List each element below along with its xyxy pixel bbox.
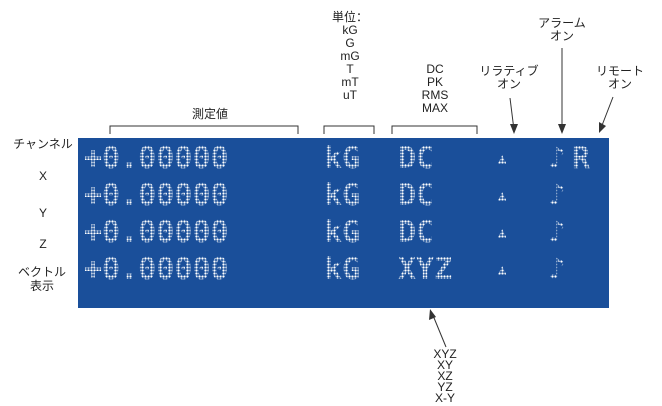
- alarm-on-line: オン: [549, 29, 574, 43]
- lcd-value: +0.00000: [84, 141, 229, 176]
- row-label-vector: ベクトル 表示: [12, 265, 72, 293]
- lcd-unit: kG: [324, 215, 361, 250]
- remote-on-line: オン: [607, 77, 632, 91]
- unit-line: uT: [342, 88, 357, 102]
- mode-bracket: [391, 125, 478, 134]
- lcd-mode: DC: [398, 215, 435, 250]
- lcd-remote-indicator: R: [572, 141, 591, 176]
- unit-line: G: [345, 36, 355, 50]
- unit-line: mT: [341, 75, 359, 89]
- vector-mode-line: XYZ: [433, 347, 457, 361]
- alarm-on-label: アラーム オン: [527, 17, 597, 43]
- unit-line: kG: [342, 23, 358, 37]
- mode-line: PK: [426, 75, 443, 89]
- lcd-unit: kG: [324, 252, 361, 287]
- lcd-relative-indicator: ▲: [498, 143, 506, 175]
- remote-arrow-head: [599, 122, 606, 133]
- lcd-alarm-indicator: ♪: [548, 141, 567, 176]
- lcd-alarm-indicator: ♪: [548, 215, 567, 250]
- vector-mode-line: YZ: [437, 380, 453, 394]
- measured-value-label: 測定値: [191, 107, 228, 121]
- alarm-arrow-head: [558, 124, 566, 134]
- lcd-mode: DC: [398, 178, 435, 213]
- unit-bracket: [323, 125, 375, 134]
- lcd-relative-indicator: ▲: [498, 254, 506, 286]
- vector-mode-line: XZ: [437, 369, 453, 383]
- vector-label-line: ベクトル: [17, 265, 66, 279]
- lcd-alarm-indicator: ♪: [548, 178, 567, 213]
- vector-mode-arrow-head: [429, 309, 436, 320]
- lcd-unit: kG: [324, 141, 361, 176]
- lcd-mode: DC: [398, 141, 435, 176]
- remote-on-line: リモート: [595, 64, 644, 78]
- lcd-relative-indicator: ▲: [498, 180, 506, 212]
- lcd-mode: XYZ: [398, 252, 453, 287]
- mode-line: MAX: [421, 101, 448, 115]
- lcd-unit: kG: [324, 178, 361, 213]
- vector-mode-options-label: XYZ XY XZ YZ X-Y: [420, 347, 470, 405]
- mode-options-label: DC PK RMS MAX: [405, 63, 465, 115]
- relative-arrow-head: [510, 124, 518, 134]
- lcd-relative-indicator: ▲: [498, 217, 506, 249]
- row-label-z: Z: [39, 237, 47, 251]
- vector-mode-arrow-line: [431, 312, 447, 348]
- alarm-on-line: アラーム: [538, 16, 586, 30]
- unit-line: 単位：: [331, 10, 368, 24]
- mode-line: DC: [426, 62, 444, 76]
- row-label-y: Y: [38, 206, 47, 220]
- vector-label-line: 表示: [29, 279, 54, 293]
- row-label-channel: チャンネル: [13, 137, 73, 151]
- unit-line: T: [346, 62, 354, 76]
- lcd-value: +0.00000: [84, 252, 229, 287]
- row-label-x: X: [38, 169, 47, 183]
- unit-line: mG: [340, 49, 360, 63]
- measured-value-bracket: [109, 125, 299, 134]
- mode-line: RMS: [421, 88, 449, 102]
- relative-on-label: リラティブ オン: [474, 65, 544, 91]
- remote-on-label: リモート オン: [585, 65, 655, 91]
- relative-on-line: オン: [496, 77, 521, 91]
- lcd-display: +0.00000 kG DC ▲ ♪ R +0.00000 kG DC ▲ ♪ …: [78, 138, 609, 308]
- vector-mode-line: XY: [436, 358, 453, 372]
- lcd-alarm-indicator: ♪: [548, 252, 567, 287]
- remote-arrow-line: [600, 96, 614, 129]
- vector-mode-line: X-Y: [434, 391, 455, 405]
- lcd-value: +0.00000: [84, 215, 229, 250]
- relative-on-line: リラティブ: [479, 64, 539, 78]
- lcd-value: +0.00000: [84, 178, 229, 213]
- unit-options-label: 単位： kG G mG T mT uT: [320, 11, 380, 102]
